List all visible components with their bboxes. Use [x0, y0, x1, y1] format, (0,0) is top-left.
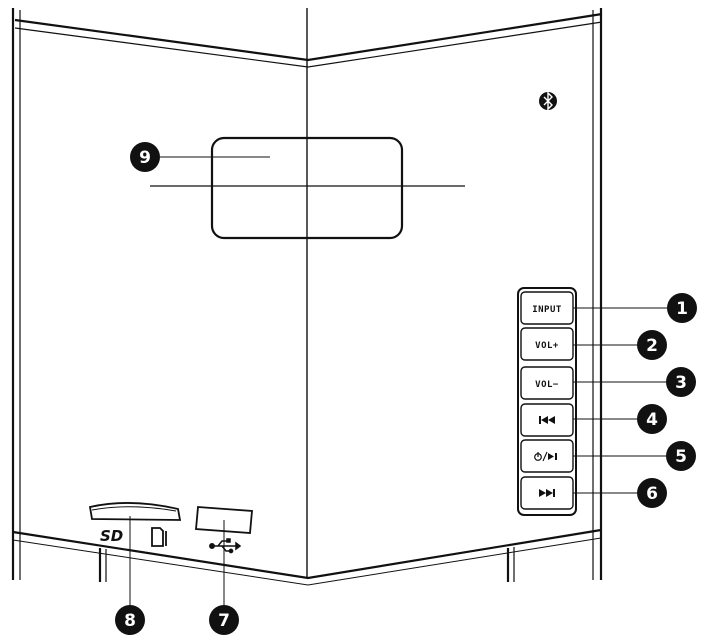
bluetooth-icon — [539, 91, 557, 111]
volume-down-label: VOL− — [535, 380, 559, 390]
button-leader-lines — [573, 307, 680, 494]
sd-logo-text: SD — [100, 527, 123, 545]
next-track-icon — [539, 489, 555, 497]
callout-2-number: 2 — [646, 336, 658, 356]
callout-5-number: 5 — [675, 447, 687, 467]
power-play-pause-button[interactable] — [520, 439, 574, 473]
callout-8-number: 8 — [124, 611, 136, 631]
previous-track-icon — [539, 416, 555, 424]
callout-9-number: 9 — [139, 148, 151, 168]
callout-8: 8 — [115, 605, 145, 635]
callout-7-number: 7 — [218, 611, 230, 631]
sd-card-slot[interactable] — [88, 502, 182, 521]
callout-4-number: 4 — [646, 410, 658, 430]
callout-7: 7 — [209, 605, 239, 635]
sd-logo: SD — [100, 527, 123, 545]
callout-6-number: 6 — [646, 484, 658, 504]
callout-3: 3 — [666, 367, 696, 397]
sd-card-icon — [151, 527, 167, 547]
previous-track-button[interactable] — [520, 403, 574, 437]
callout-5: 5 — [666, 441, 696, 471]
callout-1-number: 1 — [676, 299, 688, 319]
volume-up-button[interactable]: VOL+ — [520, 327, 574, 361]
volume-up-label: VOL+ — [535, 341, 559, 351]
next-track-button[interactable] — [520, 476, 574, 510]
volume-down-button[interactable]: VOL− — [520, 366, 574, 400]
callout-2: 2 — [637, 330, 667, 360]
button-column-frame — [517, 287, 577, 516]
control-panel — [517, 287, 577, 516]
callout-6: 6 — [637, 478, 667, 508]
callout-9: 9 — [130, 142, 160, 172]
power-play-pause-icon — [534, 451, 557, 462]
speaker-enclosure — [11, 8, 603, 586]
display-window — [210, 136, 404, 240]
input-button[interactable]: INPUT — [520, 291, 574, 325]
usb-icon — [209, 538, 242, 554]
callout-3-number: 3 — [675, 373, 687, 393]
callout-4: 4 — [637, 404, 667, 434]
input-button-label: INPUT — [532, 305, 562, 315]
callout-1: 1 — [667, 293, 697, 323]
